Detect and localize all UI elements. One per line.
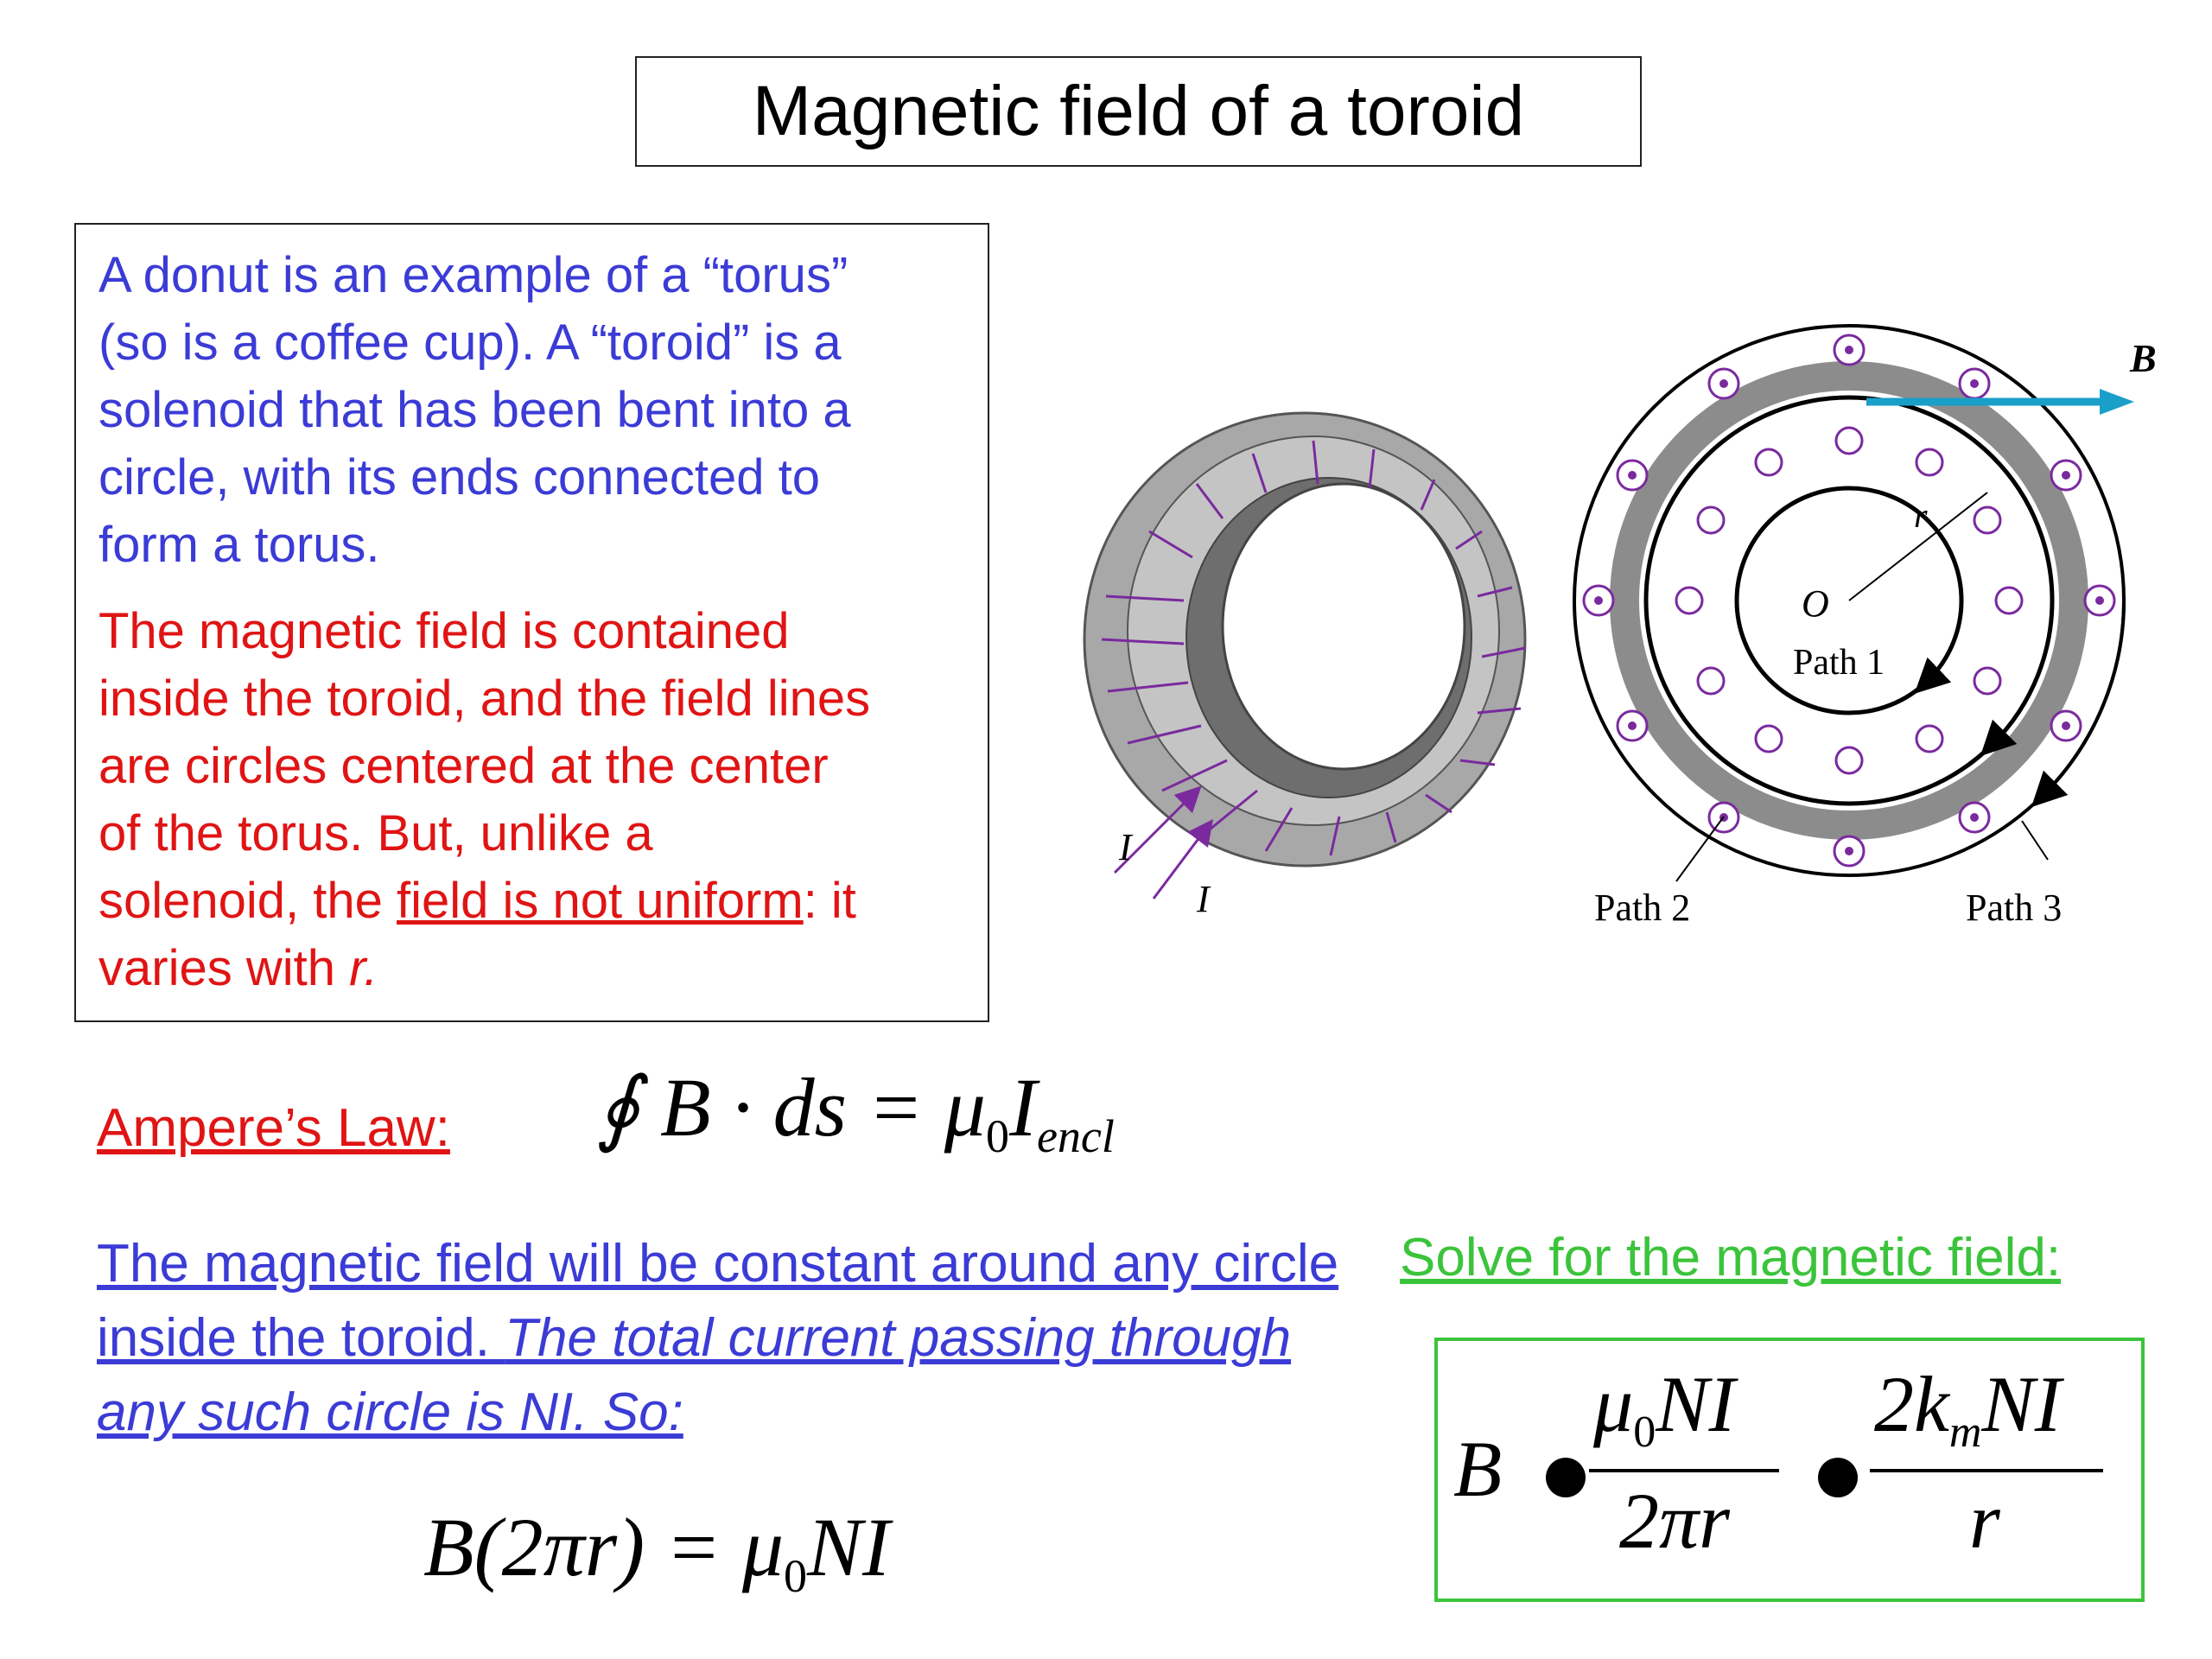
circ-eq-zero: 0: [784, 1549, 807, 1602]
equals-dot-1: [1546, 1458, 1586, 1497]
path-1-label: Path 1: [1793, 643, 1885, 683]
fraction-1-mu: μ: [1593, 1360, 1634, 1448]
ampere-eq-encl: encl: [1036, 1109, 1115, 1162]
field-line-6-pre: varies with: [99, 940, 350, 996]
intro-line-1: A donut is an example of a “torus”: [99, 247, 849, 303]
field-line-5-pre: solenoid, the: [99, 873, 397, 929]
toroid-3d-drawing: I I: [1083, 411, 1527, 920]
circulation-equation: B(2πr) = μ0NI: [423, 1499, 890, 1603]
toroid-cross-section: O r Path 1 B Path 2 Path 3: [1573, 324, 2157, 929]
fraction-1-zero: 0: [1633, 1408, 1656, 1458]
fraction-2-sub-m: m: [1948, 1408, 1982, 1458]
field-line-2: inside the toroid, and the field lines: [99, 671, 871, 727]
answer-box: B μ0NI 2πr 2kmNI r: [1434, 1338, 2145, 1602]
intro-line-3: solenoid that has been bent into a: [99, 382, 851, 438]
radius-label: r: [1914, 496, 1928, 535]
ampere-eq-current: I: [1008, 1061, 1037, 1154]
constant-field-text: The magnetic field will be constant arou…: [97, 1234, 1339, 1368]
field-line-3: are circles centered at the center: [99, 738, 829, 794]
total-current-text: The total current passing through any su…: [97, 1308, 1292, 1442]
fraction-2-bar: [1870, 1469, 2103, 1472]
ampere-law-label: Ampere’s Law:: [97, 1098, 450, 1158]
slide-title: Magnetic field of a toroid: [635, 56, 1642, 167]
current-label-2: I: [1196, 878, 1211, 920]
equals-dot-2: [1818, 1458, 1858, 1497]
fraction-1-NI: NI: [1656, 1360, 1736, 1448]
answer-B: B: [1453, 1425, 1503, 1513]
fraction-2-NI: NI: [1981, 1360, 2062, 1448]
circ-eq-rhs: NI: [807, 1501, 890, 1593]
intro-line-2: (so is a coffee cup). A “toroid” is a: [99, 315, 842, 371]
constant-field-paragraph: The magnetic field will be constant arou…: [97, 1227, 1350, 1450]
fraction-1-numerator: μ0NI: [1593, 1358, 1735, 1458]
inner-cross-ring: [1675, 426, 2024, 775]
field-line-5-post: : it: [803, 873, 856, 929]
intro-line-4: circle, with its ends connected to: [99, 449, 820, 505]
fraction-1-bar: [1589, 1469, 1779, 1472]
field-not-uniform-text: field is not uniform: [397, 873, 804, 929]
path-2-label: Path 2: [1594, 887, 1690, 929]
fraction-2-2k: 2k: [1874, 1360, 1949, 1448]
b-field-label: B: [2129, 336, 2157, 380]
intro-line-5: form a torus.: [99, 517, 380, 573]
field-paragraph: The magnetic field is contained inside t…: [99, 598, 965, 1002]
field-line-4: of the torus. But, unlike a: [99, 805, 653, 861]
r-variable: r.: [349, 940, 378, 996]
fraction-2-denominator: r: [1969, 1477, 2000, 1565]
field-line-1: The magnetic field is contained: [99, 603, 790, 659]
ampere-eq-equals: = μ: [847, 1061, 986, 1154]
path-3-label: Path 3: [1966, 887, 2062, 929]
outer-dot-ring: [1582, 334, 2116, 868]
toroid-figure: I I O: [1083, 324, 2157, 929]
solve-label: Solve for the magnetic field:: [1400, 1228, 2062, 1287]
fraction-2-numerator: 2kmNI: [1874, 1358, 2061, 1458]
ampere-eq-lhs: ∮ B · ds: [596, 1061, 848, 1154]
description-box: A donut is an example of a “torus” (so i…: [74, 223, 989, 1022]
current-label-1: I: [1118, 826, 1134, 868]
fraction-1-denominator: 2πr: [1619, 1477, 1730, 1565]
ampere-eq-mu-zero: 0: [985, 1109, 1009, 1162]
origin-label: O: [1802, 582, 1829, 625]
intro-paragraph: A donut is an example of a “torus” (so i…: [99, 242, 965, 579]
ampere-law-equation: ∮ B · ds = μ0Iencl: [596, 1058, 1115, 1163]
circ-eq-lhs: B(2πr) = μ: [423, 1501, 784, 1593]
